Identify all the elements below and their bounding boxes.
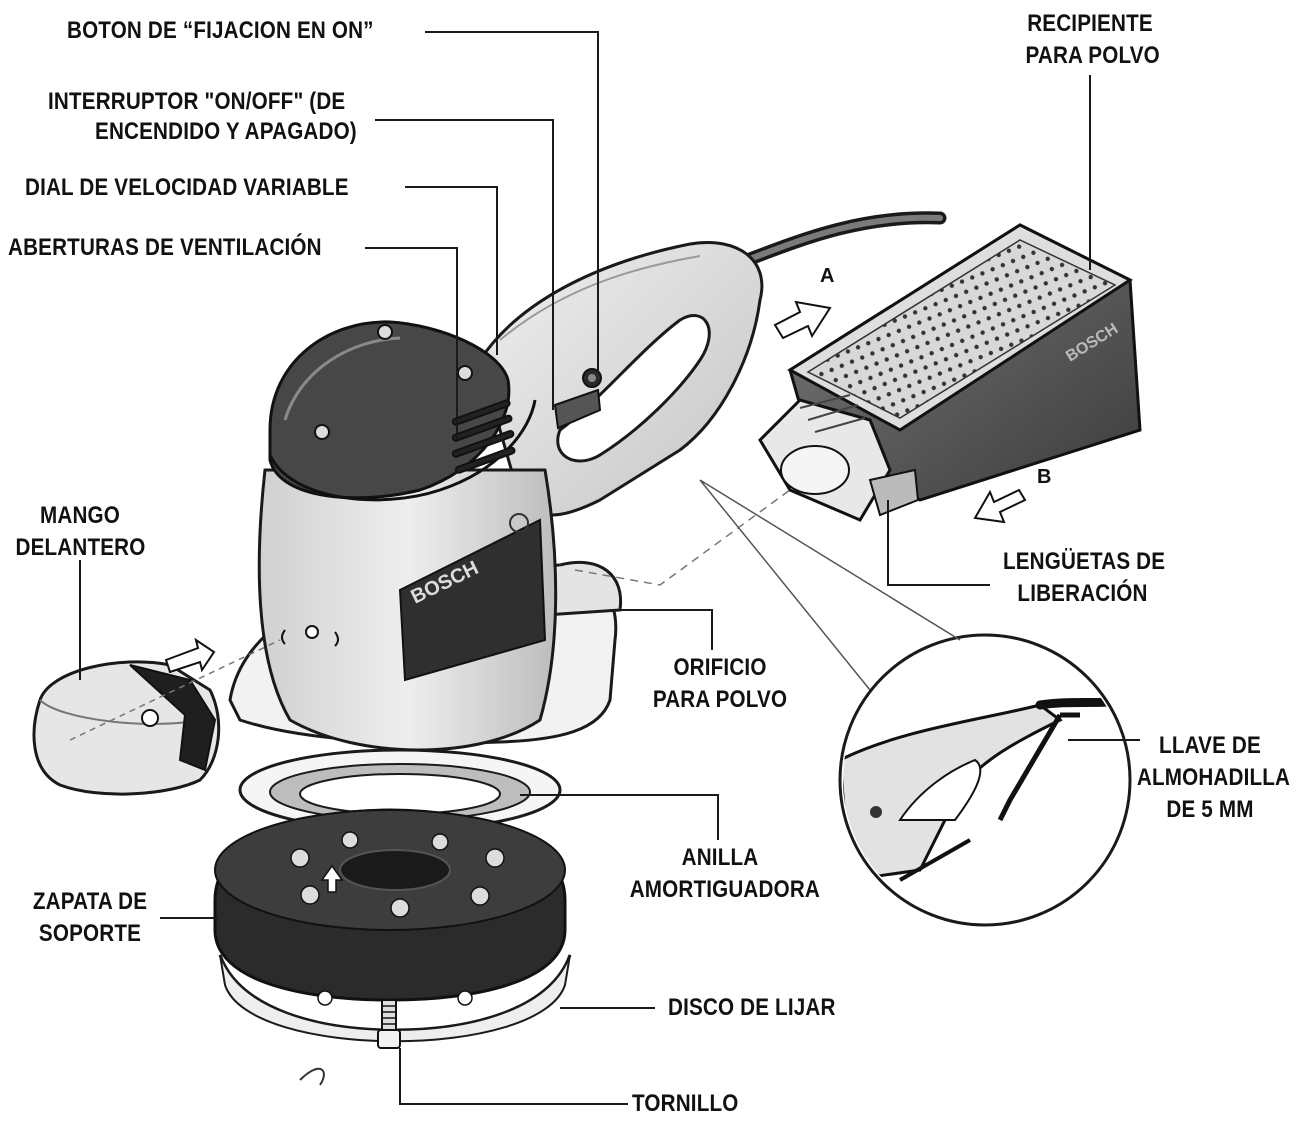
leader-dial — [405, 186, 498, 355]
label-lenguetas-line1: LENGÜETAS DE — [1002, 548, 1166, 575]
label-interruptor-line2: ENCENDIDO Y APAGADO) — [95, 118, 357, 145]
leader-interruptor — [375, 119, 554, 410]
label-llave-line2: ALMOHADILLA — [1136, 764, 1291, 791]
label-llave-line1: LLAVE DE — [1159, 732, 1261, 759]
label-orificio-line1: ORIFICIO — [673, 654, 767, 681]
top-cap — [268, 320, 537, 502]
label-recipiente-line1: RECIPIENTE — [1027, 10, 1153, 37]
leader-anilla — [520, 794, 719, 840]
screw-shape — [377, 999, 401, 1049]
ventilation-slots — [451, 399, 516, 474]
on-off-switch-shape — [553, 388, 602, 430]
rear-handle — [478, 241, 764, 517]
leader-lines — [79, 31, 1140, 1105]
label-tornillo: TORNILLO — [632, 1090, 739, 1117]
label-mango-line1: MANGO — [40, 502, 120, 529]
cushion-ring-shape — [238, 748, 562, 832]
label-interruptor-line1: INTERRUPTOR "ON/OFF" (DE — [48, 88, 346, 115]
arrow-a-shape — [773, 300, 832, 340]
backing-pad-shape — [213, 808, 567, 1002]
dust-canister-shape: BOSCH — [758, 223, 1142, 522]
power-cord — [735, 211, 947, 269]
front-handle-shape — [32, 637, 281, 796]
label-llave-line3: DE 5 MM — [1166, 796, 1254, 823]
sanding-disc-shape — [218, 954, 572, 1086]
label-anilla-line1: ANILLA — [681, 844, 759, 871]
label-boton-fijacion: BOTON DE “FIJACION EN ON” — [67, 17, 374, 44]
label-dial: DIAL DE VELOCIDAD VARIABLE — [25, 174, 349, 201]
motor-body: BOSCH — [257, 468, 558, 752]
arrow-b-shape — [973, 488, 1027, 524]
label-anilla-line2: AMORTIGUADORA — [629, 876, 820, 903]
label-aberturas: ABERTURAS DE VENTILACIÓN — [8, 234, 322, 261]
label-mango-line2: DELANTERO — [15, 534, 146, 561]
lock-on-button-shape — [582, 368, 602, 388]
label-orificio-line2: PARA POLVO — [652, 686, 788, 713]
leader-orificio — [610, 609, 713, 650]
label-disco: DISCO DE LIJAR — [668, 994, 836, 1021]
leader-tornillo — [399, 1048, 628, 1105]
wrench-detail-inset — [699, 479, 1132, 927]
leader-boton — [425, 31, 599, 372]
label-arrow-b: B — [1037, 466, 1052, 488]
label-recipiente-line2: PARA POLVO — [1025, 42, 1160, 69]
leader-aberturas — [365, 247, 458, 440]
label-zapata-line2: SOPORTE — [38, 920, 142, 947]
label-lenguetas-line2: LIBERACIÓN — [1017, 580, 1148, 607]
leader-lenguetas — [887, 500, 990, 586]
label-zapata-line1: ZAPATA DE — [32, 888, 148, 915]
dust-path-dashed — [574, 489, 791, 586]
label-arrow-a: A — [820, 265, 835, 287]
